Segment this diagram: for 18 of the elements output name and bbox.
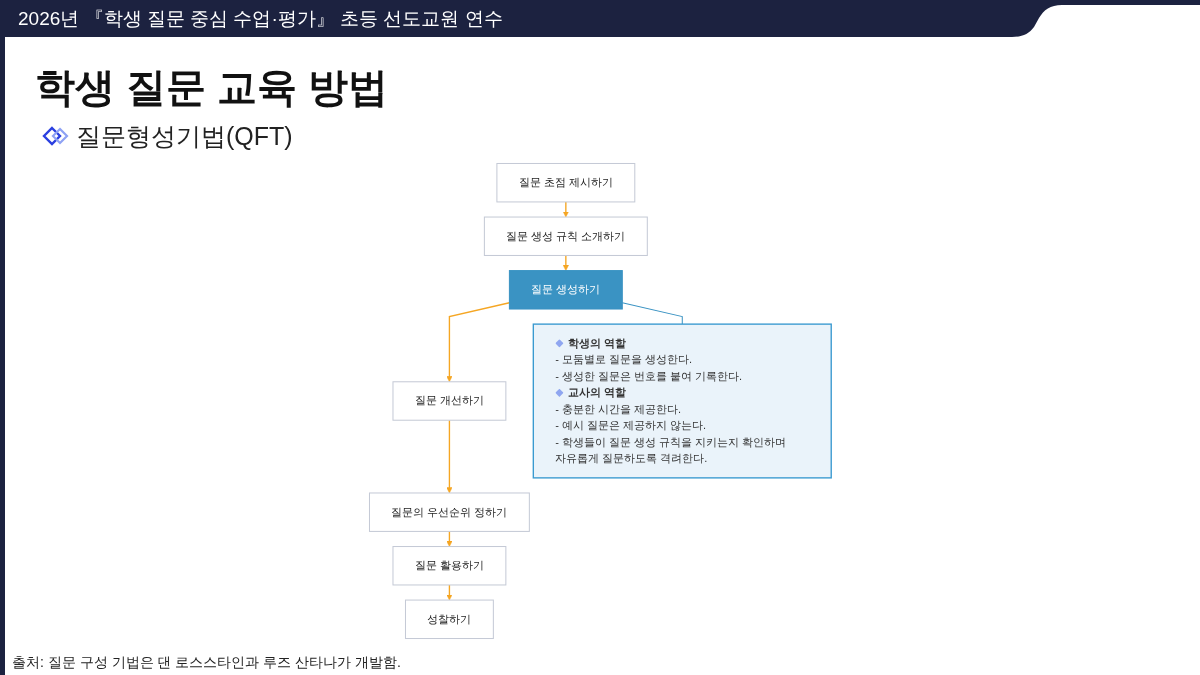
section-subtitle: 질문형성기법(QFT) [76,121,293,152]
arrow [446,584,453,601]
source-note: 출처: 질문 구성 기법은 댄 로스스타인과 루즈 산타나가 개발함. [12,653,401,671]
node-box: 질문 활용하기 [392,546,506,586]
node-box: 질문 개선하기 [392,381,506,421]
node-box: 성찰하기 [404,599,494,639]
node-box: 질문 생성 규칙 소개하기 [483,216,648,256]
node-box: 학생의 역할 - 모둠별로 질문을 생성한다. - 생성한 질문은 번호를 붙여 기록한다. 교사의 역할 - 충분한 시간을 제공한다. - 예시 질문은 제공하지 않는다. - 학생들이 질문 생성 규칙을 지키는지 확인하며 자유롭게 질문하도록 격려한다. [532,323,832,479]
connector [621,302,683,325]
page-title: 학생 질문 교육 방법 [35,64,389,111]
arrow [562,254,569,271]
arrow [562,201,569,218]
arrow [446,302,510,383]
header-text: 2026년 『학생 질문 중심 수업·평가』 초등 선도교원 연수 [18,7,503,31]
node-box: 질문 생성하기 [508,270,623,310]
node-box: 질문의 우선순위 정하기 [368,492,530,532]
node-box: 질문 초점 제시하기 [496,163,635,203]
arrow [446,419,453,494]
